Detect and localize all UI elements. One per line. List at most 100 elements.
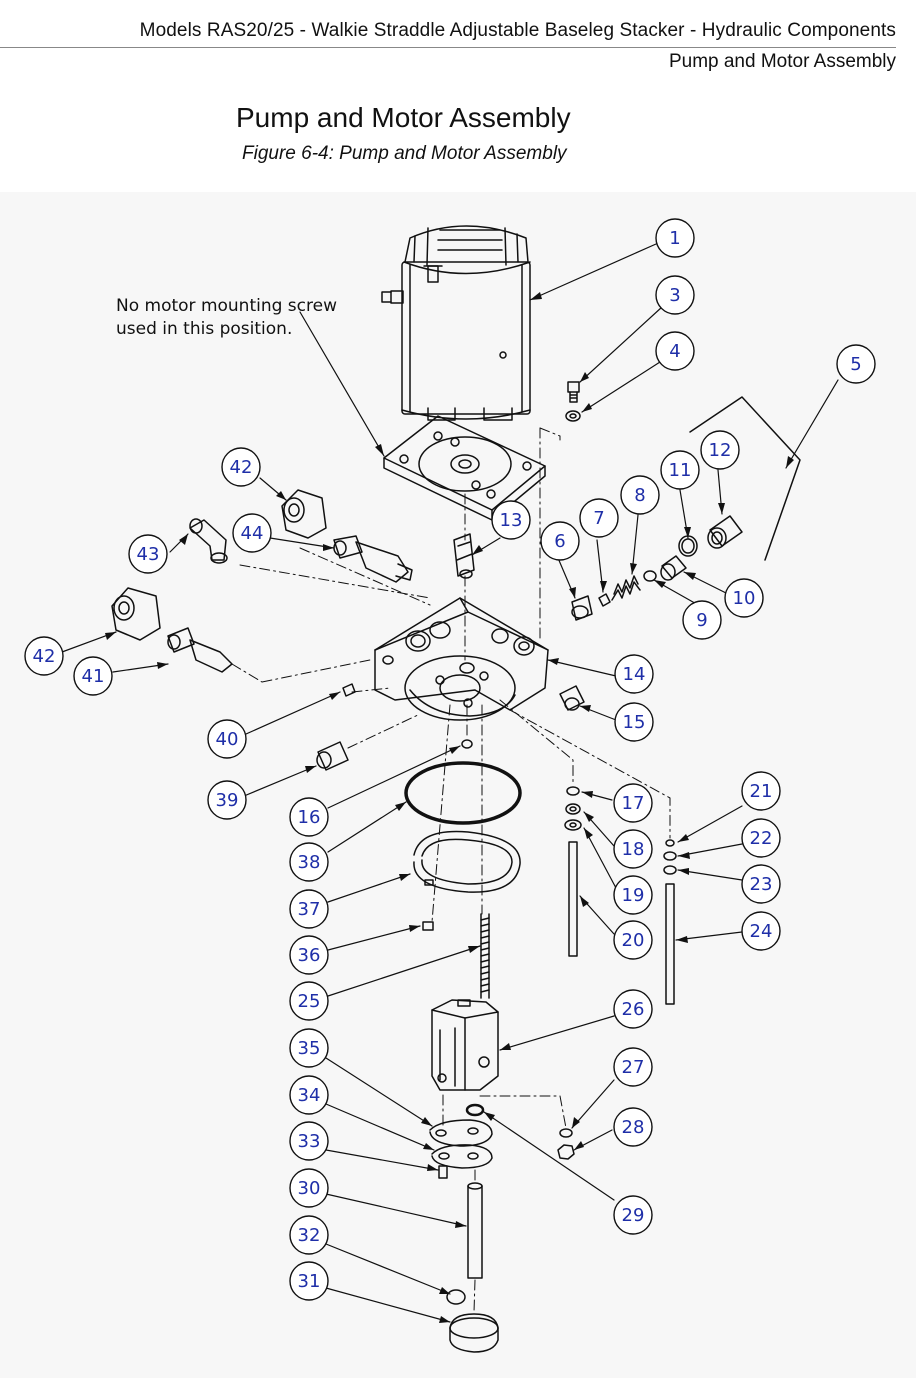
callout-circle	[655, 218, 695, 258]
cartridge-valve-44	[333, 535, 413, 583]
callout-circle	[289, 889, 329, 929]
callout-number: 14	[623, 664, 646, 685]
callout-circle	[614, 702, 654, 742]
callout-number: 41	[82, 666, 105, 687]
strainer-31	[449, 1313, 499, 1353]
callout-number: 34	[298, 1085, 321, 1106]
callout-25: 25	[289, 981, 329, 1021]
callout-circle	[613, 920, 653, 960]
callout-10: 10	[724, 578, 764, 618]
callout-42: 42	[24, 636, 64, 676]
callout-16: 16	[289, 797, 329, 837]
callout-43: 43	[128, 534, 168, 574]
callout-37: 37	[289, 889, 329, 929]
fitting-15	[559, 685, 585, 711]
callout-circle	[613, 829, 653, 869]
callout-number: 36	[298, 945, 321, 966]
callout-number: 17	[622, 793, 645, 814]
callout-number: 4	[669, 341, 680, 362]
callout-15: 15	[614, 702, 654, 742]
callout-number: 10	[733, 588, 756, 609]
o-ring-16	[461, 739, 473, 749]
group-bracket-5	[689, 396, 801, 561]
callout-number: 39	[216, 790, 239, 811]
callout-18: 18	[613, 829, 653, 869]
suction-tube-30	[467, 1182, 483, 1279]
callout-number: 33	[298, 1131, 321, 1152]
nut-27-28	[557, 1128, 575, 1160]
callout-circle	[289, 1215, 329, 1255]
callout-circle	[289, 1168, 329, 1208]
callout-9: 9	[682, 600, 722, 640]
callout-circle	[613, 989, 653, 1029]
callout-circle	[620, 475, 660, 515]
callout-44: 44	[232, 513, 272, 553]
callout-circle	[741, 911, 781, 951]
screw-33	[438, 1165, 448, 1179]
cartridge-valve-41	[167, 627, 233, 673]
callout-circle	[289, 842, 329, 882]
callout-circle	[24, 636, 64, 676]
callout-circle	[741, 771, 781, 811]
callout-number: 29	[622, 1205, 645, 1226]
callout-circle	[289, 797, 329, 837]
callout-24: 24	[741, 911, 781, 951]
callout-circle	[289, 1261, 329, 1301]
leader-arrowheads	[105, 292, 794, 1323]
callout-number: 38	[298, 852, 321, 873]
callout-circle	[700, 430, 740, 470]
callout-number: 27	[622, 1057, 645, 1078]
fitting-39	[316, 741, 349, 771]
callout-number: 23	[750, 874, 773, 895]
callout-39: 39	[207, 780, 247, 820]
motor	[381, 225, 531, 421]
callout-circle	[221, 447, 261, 487]
callout-41: 41	[73, 656, 113, 696]
callout-19: 19	[613, 875, 653, 915]
washers-17-19	[564, 786, 582, 831]
o-ring-29	[465, 1103, 485, 1117]
callout-number: 19	[622, 885, 645, 906]
coupling	[453, 533, 475, 579]
reservoir-o-ring-38	[404, 761, 522, 825]
callout-number: 6	[554, 531, 565, 552]
check-valve-parts	[571, 515, 743, 621]
rod-24	[665, 883, 675, 1005]
callout-circle	[232, 513, 272, 553]
callout-number: 22	[750, 828, 773, 849]
solenoid-coil-upper	[281, 489, 327, 539]
callout-circle	[613, 1195, 653, 1235]
callout-circle	[614, 654, 654, 694]
callout-number: 1	[669, 228, 680, 249]
callout-42: 42	[221, 447, 261, 487]
callout-circle	[655, 275, 695, 315]
screw-and-washer	[565, 381, 581, 422]
callout-circle	[540, 521, 580, 561]
callout-number: 28	[622, 1117, 645, 1138]
callout-number: 42	[230, 457, 253, 478]
callout-circle	[660, 450, 700, 490]
callout-number: 13	[500, 510, 523, 531]
callout-30: 30	[289, 1168, 329, 1208]
callout-circle	[289, 1121, 329, 1161]
callout-number: 15	[623, 712, 646, 733]
callout-number: 18	[622, 839, 645, 860]
callout-circle	[613, 875, 653, 915]
callout-23: 23	[741, 864, 781, 904]
callout-circle	[741, 864, 781, 904]
callout-number: 31	[298, 1271, 321, 1292]
solenoid-coil-lower	[111, 587, 161, 641]
callout-circle	[289, 1028, 329, 1068]
washers-21-23	[663, 839, 677, 875]
callout-circle	[613, 1107, 653, 1147]
callout-circle	[289, 981, 329, 1021]
plates-34-35	[429, 1119, 493, 1169]
figure-caption: Figure 6-4: Pump and Motor Assembly	[242, 143, 567, 164]
callout-number: 21	[750, 781, 773, 802]
callout-circle	[655, 331, 695, 371]
callout-circle	[724, 578, 764, 618]
callout-28: 28	[613, 1107, 653, 1147]
callout-13: 13	[491, 500, 531, 540]
callout-circle	[73, 656, 113, 696]
